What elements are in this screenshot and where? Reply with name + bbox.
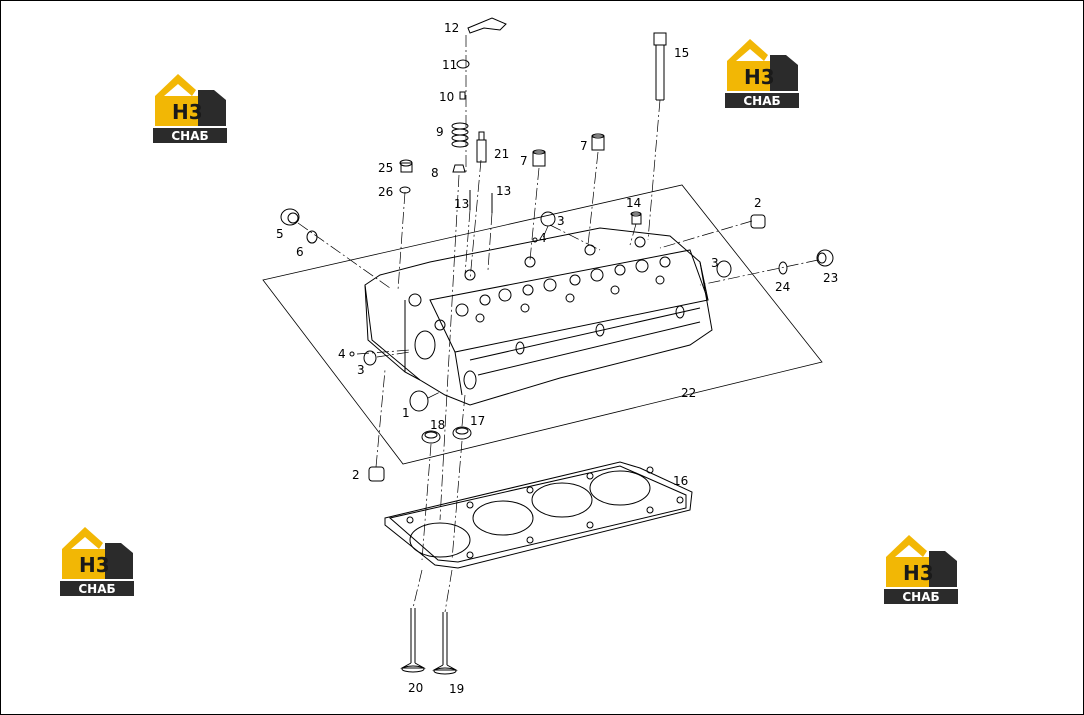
assembly-boundary: [262, 184, 823, 465]
callout-12: 12: [444, 21, 459, 35]
head-bolt-15: [653, 32, 667, 101]
callout-3: 3: [557, 214, 565, 228]
callout-11: 11: [442, 58, 457, 72]
callout-15: 15: [674, 46, 689, 60]
logo-mark-text: H3: [903, 561, 934, 585]
callout-3: 3: [711, 256, 719, 270]
callout-24: 24: [775, 280, 790, 294]
logo-mark-text: H3: [79, 553, 110, 577]
valve-seat-18: [421, 430, 441, 444]
callout-4: 4: [338, 347, 346, 361]
callout-14: 14: [626, 196, 641, 210]
brand-logo: H3 СНАБ: [150, 72, 230, 144]
injector-21: [476, 131, 487, 163]
logo-mark: [60, 527, 134, 596]
callout-3: 3: [357, 363, 365, 377]
callout-20: 20: [408, 681, 423, 695]
logo-mark: [153, 74, 227, 143]
callout-10: 10: [439, 90, 454, 104]
logo-text: СНАБ: [743, 94, 781, 108]
callout-21: 21: [494, 147, 509, 161]
plug-1: [409, 390, 429, 412]
logo-mark: [725, 39, 799, 108]
valve-spring-9: [451, 122, 469, 148]
center-lines: [297, 35, 819, 613]
brand-logo: H3 СНАБ: [57, 525, 137, 597]
callout-8: 8: [431, 166, 439, 180]
logo-text: СНАБ: [902, 590, 940, 604]
plug-3c: [363, 350, 377, 366]
brand-logo: H3 СНАБ: [881, 533, 961, 605]
callout-26: 26: [378, 185, 393, 199]
callout-2: 2: [754, 196, 762, 210]
cylinder-head: [364, 227, 713, 406]
plug-2a: [750, 214, 766, 229]
callout-13: 13: [454, 197, 469, 211]
callout-7: 7: [580, 139, 588, 153]
cap-7b: [591, 133, 605, 151]
callout-labels: 1 2 2 3 3 3 4 4 5 6 7 7 8 9 10 11 12 13 …: [276, 21, 838, 696]
callout-5: 5: [276, 227, 284, 241]
spring-retainer-11: [456, 59, 470, 69]
head-gasket: [384, 461, 693, 569]
logo-mark-text: H3: [744, 65, 775, 89]
callout-6: 6: [296, 245, 304, 259]
callout-1: 1: [402, 406, 410, 420]
callout-13: 13: [496, 184, 511, 198]
dowel-4a: [349, 351, 355, 357]
dowel-14: [630, 211, 642, 225]
plug-2b: [368, 466, 385, 482]
logo-mark: [884, 535, 958, 604]
seal-ring-6: [306, 230, 318, 244]
callout-2: 2: [352, 468, 360, 482]
valve-20: [400, 608, 426, 673]
callout-9: 9: [436, 125, 444, 139]
plug-25: [399, 159, 413, 173]
callout-19: 19: [449, 682, 464, 696]
callout-18: 18: [430, 418, 445, 432]
callout-4: 4: [539, 231, 547, 245]
valve-keeper-10: [459, 91, 466, 100]
callout-16: 16: [673, 474, 688, 488]
callout-17: 17: [470, 414, 485, 428]
seal-ring-24: [778, 261, 788, 275]
valve-seat-17: [452, 426, 472, 440]
rocker-arm-12: [467, 17, 507, 34]
plug-3b: [716, 260, 732, 278]
callout-23: 23: [823, 271, 838, 285]
plug-5: [280, 208, 300, 226]
callout-7: 7: [520, 154, 528, 168]
logo-text: СНАБ: [78, 582, 116, 596]
cap-7a: [532, 149, 546, 167]
valve-19: [432, 612, 458, 675]
valve-seal-8: [452, 164, 466, 173]
callout-25: 25: [378, 161, 393, 175]
callout-22: 22: [681, 386, 696, 400]
plug-3a: [540, 211, 556, 227]
logo-text: СНАБ: [171, 129, 209, 143]
logo-mark-text: H3: [172, 100, 203, 124]
plug-23: [816, 249, 834, 267]
dowel-4b: [532, 237, 538, 243]
brand-logo: H3 СНАБ: [722, 37, 802, 109]
